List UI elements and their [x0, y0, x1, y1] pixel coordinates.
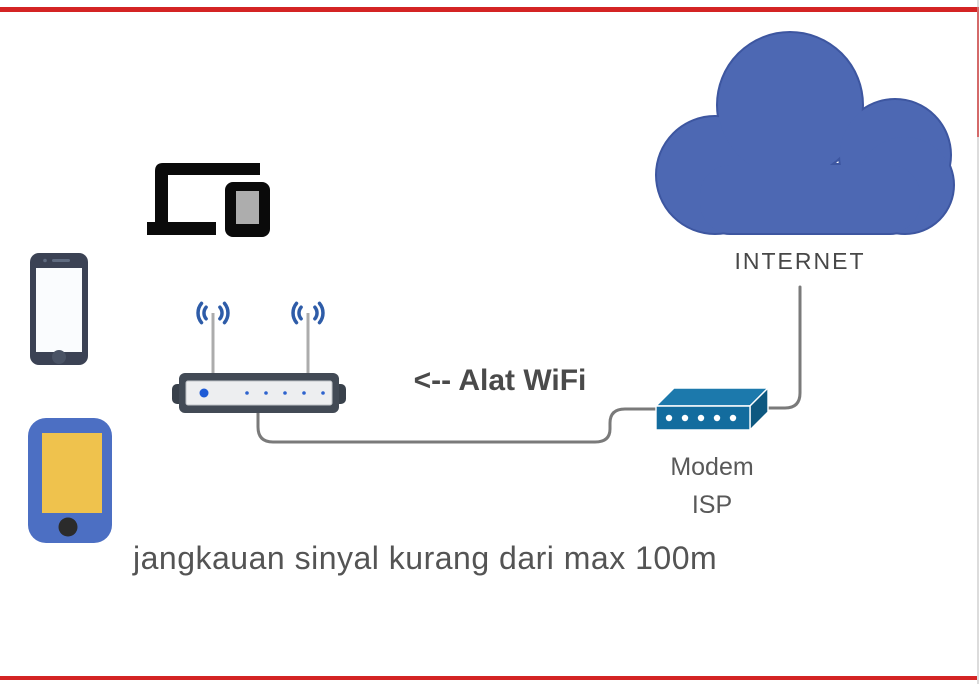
- right-border: [977, 0, 979, 684]
- smartphone-icon: [30, 253, 88, 365]
- cable-router-to-modem: [256, 407, 658, 444]
- internet-label: INTERNET: [734, 248, 866, 274]
- modem-icon: [655, 387, 769, 431]
- bottom-red-border: [0, 676, 979, 680]
- devices-icon: [147, 163, 270, 237]
- right-border-red-segment: [977, 7, 979, 137]
- top-red-border: [0, 7, 979, 12]
- cloud-icon: [655, 31, 955, 235]
- tablet-icon: [28, 418, 112, 543]
- wifi-router-icon: [172, 373, 346, 413]
- modem-label-line2: ISP: [691, 491, 733, 519]
- wifi-signal-icon: [291, 301, 325, 325]
- wifi-device-label: <-- Alat WiFi: [413, 364, 587, 397]
- cable-internet-to-modem: [766, 285, 802, 410]
- wifi-signal-icon: [196, 301, 230, 325]
- modem-label-line1: Modem: [670, 453, 754, 481]
- signal-range-caption: jangkauan sinyal kurang dari max 100m: [133, 540, 718, 576]
- modem-label: Modem ISP: [632, 448, 792, 524]
